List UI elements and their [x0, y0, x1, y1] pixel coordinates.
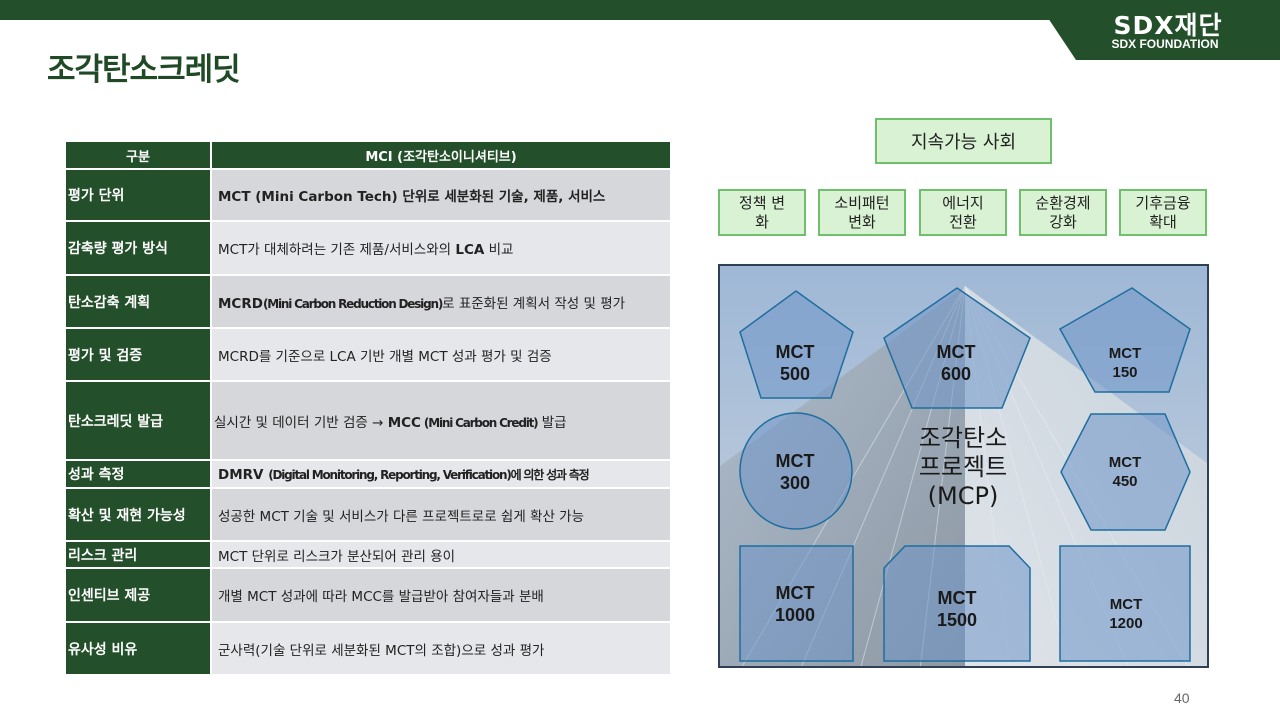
- square-mct-1000: [739, 545, 854, 662]
- row-value: MCRD(Mini Carbon Reduction Design)로 표준화된…: [211, 275, 670, 329]
- value-bold: LCA: [455, 242, 485, 258]
- table-row: 평가 및 검증 MCRD를 기준으로 LCA 기반 개별 MCT 성과 평가 및…: [66, 328, 670, 382]
- mct-value: 1000: [774, 605, 816, 625]
- table-header-row: 구분 MCI (조각탄소이니셔티브): [66, 142, 670, 170]
- value-text: 로 표준화된 계획서 작성 및 평가: [442, 295, 626, 312]
- mct-value: 300: [779, 473, 811, 493]
- octagon-mct-1500: [883, 545, 1031, 662]
- table-row: 감축량 평가 방식 MCT가 대체하려는 기존 제품/서비스와의 LCA 비교: [66, 221, 670, 276]
- mct-label-1000: MCT 1000: [756, 582, 834, 626]
- mct-line: MCT: [1109, 596, 1143, 613]
- table-row: 확산 및 재현 가능성 성공한 MCT 기술 및 서비스가 다른 프로젝트로로 …: [66, 488, 670, 542]
- row-label: 평가 및 검증: [66, 328, 212, 382]
- mct-value: 500: [779, 364, 811, 384]
- value-bold: DMRV: [218, 466, 269, 483]
- square-mct-1200: [1059, 545, 1191, 662]
- center-label-mcp: 조각탄소 프로젝트 (MCP): [880, 424, 1046, 511]
- mct-label-150: MCT 150: [1089, 344, 1161, 382]
- mct-value: 150: [1112, 364, 1138, 381]
- logo-subtitle: SDX FOUNDATION: [1111, 37, 1219, 51]
- value-condensed: (Mini Carbon Reduction Design): [262, 296, 443, 311]
- row-label: 탄소감축 계획: [66, 275, 212, 329]
- row-label: 성과 측정: [66, 460, 212, 489]
- policy-box: 기후금융 확대: [1119, 189, 1207, 236]
- row-value: MCRD를 기준으로 LCA 기반 개별 MCT 성과 평가 및 검증: [211, 328, 670, 382]
- mct-line: MCT: [936, 342, 976, 362]
- mct-line: MCT: [775, 451, 815, 471]
- value-text: 비교: [484, 242, 514, 258]
- mct-line: MCT: [775, 583, 815, 603]
- table-row: 유사성 비유 군사력(기술 단위로 세분화된 MCT의 조합)으로 성과 평가: [66, 622, 670, 676]
- mct-line: MCT: [775, 342, 815, 362]
- pentagon-mct-600: [883, 287, 1031, 409]
- mct-line: MCT: [1108, 454, 1142, 471]
- mct-label-300: MCT 300: [760, 450, 830, 494]
- circle-mct-300: [739, 412, 853, 530]
- row-label: 확산 및 재현 가능성: [66, 488, 212, 542]
- mct-label-1500: MCT 1500: [918, 587, 996, 631]
- row-value: DMRV (Digital Monitoring, Reporting, Ver…: [211, 460, 670, 489]
- policy-box: 순환경제 강화: [1019, 189, 1107, 236]
- mct-label-1200: MCT 1200: [1089, 595, 1163, 633]
- row-value: MCT가 대체하려는 기존 제품/서비스와의 LCA 비교: [211, 221, 670, 276]
- page-number: 40: [1174, 690, 1190, 706]
- row-label: 유사성 비유: [66, 622, 212, 676]
- mct-label-450: MCT 450: [1089, 453, 1161, 491]
- policy-box: 에너지 전환: [919, 189, 1007, 236]
- mct-value: 1200: [1109, 615, 1143, 632]
- page-title: 조각탄소크레딧: [47, 52, 241, 88]
- value-text: 실시간 및 데이터 기반 검증 →: [214, 414, 388, 431]
- logo-tab: [1036, 0, 1280, 60]
- table-row: 인센티브 제공 개별 MCT 성과에 따라 MCC를 발급받아 참여자들과 분배: [66, 568, 670, 623]
- mct-value: 600: [940, 364, 972, 384]
- mct-line: MCT: [937, 588, 977, 608]
- top-bar: [0, 0, 1280, 20]
- building-photo-panel: [718, 264, 1209, 668]
- table-row: 탄소감축 계획 MCRD(Mini Carbon Reduction Desig…: [66, 275, 670, 329]
- mct-line: MCT: [1108, 345, 1142, 362]
- logo: SDX재단: [1113, 11, 1223, 40]
- center-line: (MCP): [927, 482, 999, 510]
- table-row: 성과 측정 DMRV (Digital Monitoring, Reportin…: [66, 460, 670, 489]
- value-text: MCT가 대체하려는 기존 제품/서비스와의: [218, 242, 456, 258]
- mct-label-600: MCT 600: [920, 341, 992, 385]
- goal-box-sustainable-society: 지속가능 사회: [875, 118, 1052, 164]
- value-bold: MCC: [387, 414, 421, 431]
- center-line: 프로젝트: [918, 453, 1008, 481]
- center-line: 조각탄소: [918, 424, 1008, 452]
- policy-box: 소비패턴 변화: [818, 189, 906, 236]
- mct-label-500: MCT 500: [760, 341, 830, 385]
- row-value: 실시간 및 데이터 기반 검증 → MCC (Mini Carbon Credi…: [211, 381, 670, 461]
- row-value: 성공한 MCT 기술 및 서비스가 다른 프로젝트로로 쉽게 확산 가능: [211, 488, 670, 542]
- comparison-table: 구분 MCI (조각탄소이니셔티브) 평가 단위 MCT (Mini Carbo…: [66, 142, 670, 676]
- row-label: 리스크 관리: [66, 541, 212, 569]
- pentagon-mct-150: [1058, 287, 1191, 393]
- hexagon-mct-450: [1060, 413, 1191, 531]
- value-bold: MCRD: [218, 295, 263, 312]
- value-text: 발급: [537, 414, 567, 431]
- table-row: 리스크 관리 MCT 단위로 리스크가 분산되어 관리 용이: [66, 541, 670, 569]
- table-row: 평가 단위 MCT (Mini Carbon Tech) 단위로 세분화된 기술…: [66, 169, 670, 222]
- row-value: 군사력(기술 단위로 세분화된 MCT의 조합)으로 성과 평가: [211, 622, 670, 676]
- policy-box: 정책 변 화: [718, 189, 806, 236]
- row-label: 인센티브 제공: [66, 568, 212, 623]
- mct-value: 1500: [936, 610, 978, 630]
- mct-value: 450: [1112, 473, 1138, 490]
- row-value: MCT (Mini Carbon Tech) 단위로 세분화된 기술, 제품, …: [211, 169, 670, 222]
- value-condensed: (Mini Carbon Credit): [420, 415, 539, 430]
- pentagon-mct-500: [739, 290, 854, 399]
- table-row: 탄소크레딧 발급 실시간 및 데이터 기반 검증 → MCC (Mini Car…: [66, 381, 670, 461]
- value-condensed: (Digital Monitoring, Reporting, Verifica…: [268, 467, 589, 482]
- row-label: 탄소크레딧 발급: [66, 381, 212, 461]
- row-value: MCT 단위로 리스크가 분산되어 관리 용이: [211, 541, 670, 569]
- table-header-mci: MCI (조각탄소이니셔티브): [211, 142, 670, 170]
- row-label: 평가 단위: [66, 169, 212, 222]
- table-header-category: 구분: [66, 142, 212, 170]
- row-value: 개별 MCT 성과에 따라 MCC를 발급받아 참여자들과 분배: [211, 568, 670, 623]
- row-label: 감축량 평가 방식: [66, 221, 212, 276]
- building-illustration: [720, 266, 1207, 666]
